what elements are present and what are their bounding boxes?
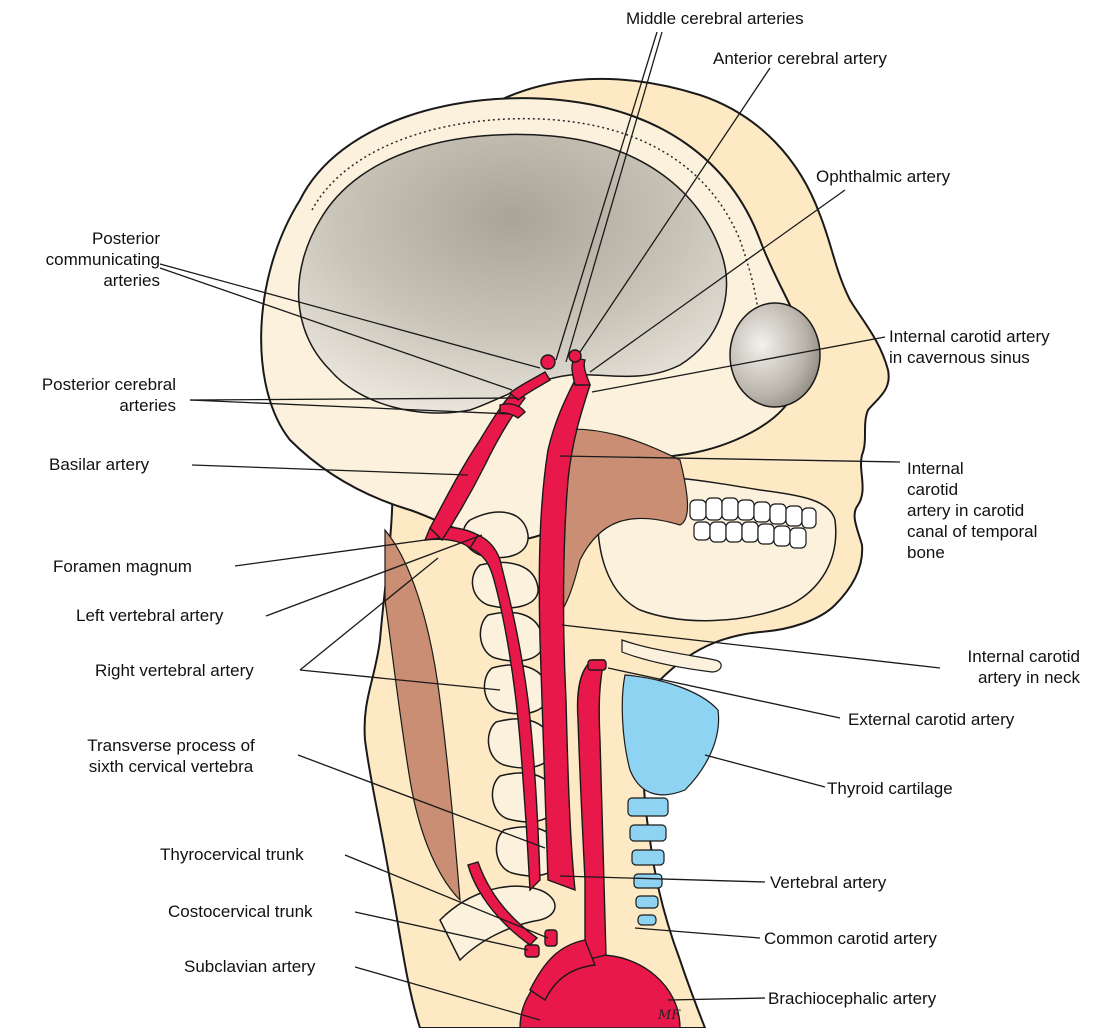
label-vertebral-artery: Vertebral artery xyxy=(770,872,886,893)
label-line: in cavernous sinus xyxy=(889,347,1050,368)
label-line: Posterior xyxy=(40,228,160,249)
laryngeal-cartilages xyxy=(622,675,718,925)
label-subclavian-artery: Subclavian artery xyxy=(184,956,315,977)
label-line: Internal xyxy=(907,458,1037,479)
label-brachiocephalic-artery: Brachiocephalic artery xyxy=(768,988,936,1009)
label-internal-carotid-neck: Internal carotid artery in neck xyxy=(940,646,1080,688)
label-posterior-cerebral-arteries: Posterior cerebral arteries xyxy=(4,374,176,416)
label-costocervical-trunk: Costocervical trunk xyxy=(168,901,313,922)
label-line: Internal carotid artery xyxy=(889,326,1050,347)
label-line: artery in neck xyxy=(940,667,1080,688)
label-right-vertebral-artery: Right vertebral artery xyxy=(95,660,254,681)
label-transverse-process: Transverse process of sixth cervical ver… xyxy=(66,735,276,777)
label-common-carotid-artery: Common carotid artery xyxy=(764,928,937,949)
label-foramen-magnum: Foramen magnum xyxy=(53,556,192,577)
artist-signature: MF xyxy=(658,1008,680,1023)
label-line: Posterior cerebral xyxy=(4,374,176,395)
label-line: arteries xyxy=(4,395,176,416)
label-line: arteries xyxy=(40,270,160,291)
label-basilar-artery: Basilar artery xyxy=(49,454,149,475)
label-line: canal of temporal xyxy=(907,521,1037,542)
label-line: bone xyxy=(907,542,1037,563)
label-middle-cerebral-arteries: Middle cerebral arteries xyxy=(626,8,804,29)
label-line: communicating xyxy=(40,249,160,270)
label-internal-carotid-cavernous: Internal carotid artery in cavernous sin… xyxy=(889,326,1050,368)
label-thyrocervical-trunk: Thyrocervical trunk xyxy=(160,844,304,865)
label-line: artery in carotid xyxy=(907,500,1037,521)
brain-cavity xyxy=(299,134,727,413)
label-external-carotid-artery: External carotid artery xyxy=(848,709,1014,730)
label-left-vertebral-artery: Left vertebral artery xyxy=(76,605,223,626)
label-line: sixth cervical vertebra xyxy=(66,756,276,777)
label-line: Transverse process of xyxy=(66,735,276,756)
label-ophthalmic-artery: Ophthalmic artery xyxy=(816,166,950,187)
label-internal-carotid-canal: Internal carotid artery in carotid canal… xyxy=(907,458,1037,563)
label-posterior-communicating-arteries: Posterior communicating arteries xyxy=(40,228,160,291)
orbit xyxy=(730,303,820,407)
label-line: Internal carotid xyxy=(940,646,1080,667)
label-anterior-cerebral-artery: Anterior cerebral artery xyxy=(713,48,887,69)
label-thyroid-cartilage: Thyroid cartilage xyxy=(827,778,953,799)
label-line: carotid xyxy=(907,479,1037,500)
